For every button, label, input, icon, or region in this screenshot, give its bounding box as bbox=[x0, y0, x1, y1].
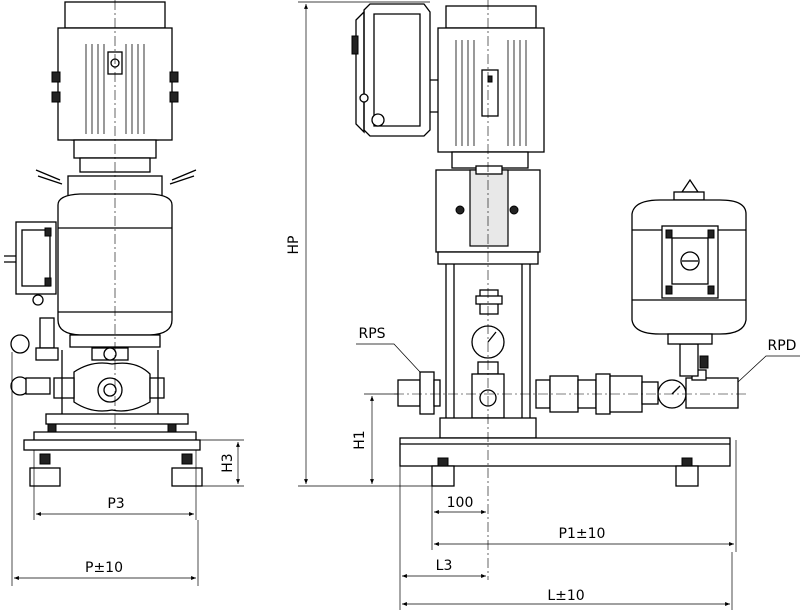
side-pipework bbox=[10, 317, 165, 420]
front-view bbox=[351, 0, 747, 580]
label-l3: L3 bbox=[436, 558, 453, 574]
label-p1: P1±10 bbox=[559, 526, 606, 542]
side-view bbox=[4, 0, 203, 487]
front-expansion-tank bbox=[631, 178, 747, 345]
label-p3: P3 bbox=[107, 496, 124, 512]
rps-leader bbox=[356, 343, 421, 373]
front-motor bbox=[430, 5, 545, 169]
label-p: P±10 bbox=[85, 560, 123, 576]
front-discharge-pipe bbox=[535, 343, 739, 415]
rpd-leader bbox=[737, 355, 800, 383]
front-suction-pipe bbox=[397, 371, 441, 415]
dimensions bbox=[11, 1, 800, 610]
label-hp: HP bbox=[286, 236, 302, 255]
label-l: L±10 bbox=[547, 588, 584, 604]
side-base bbox=[23, 413, 203, 487]
label-rps: RPS bbox=[358, 326, 385, 342]
label-h1: H1 bbox=[352, 430, 368, 449]
label-dim-100: 100 bbox=[447, 495, 474, 511]
label-rpd: RPD bbox=[768, 338, 797, 354]
label-h3: H3 bbox=[220, 453, 236, 472]
side-control-box bbox=[4, 221, 57, 306]
front-terminal-box bbox=[351, 3, 431, 137]
front-base bbox=[399, 437, 731, 487]
